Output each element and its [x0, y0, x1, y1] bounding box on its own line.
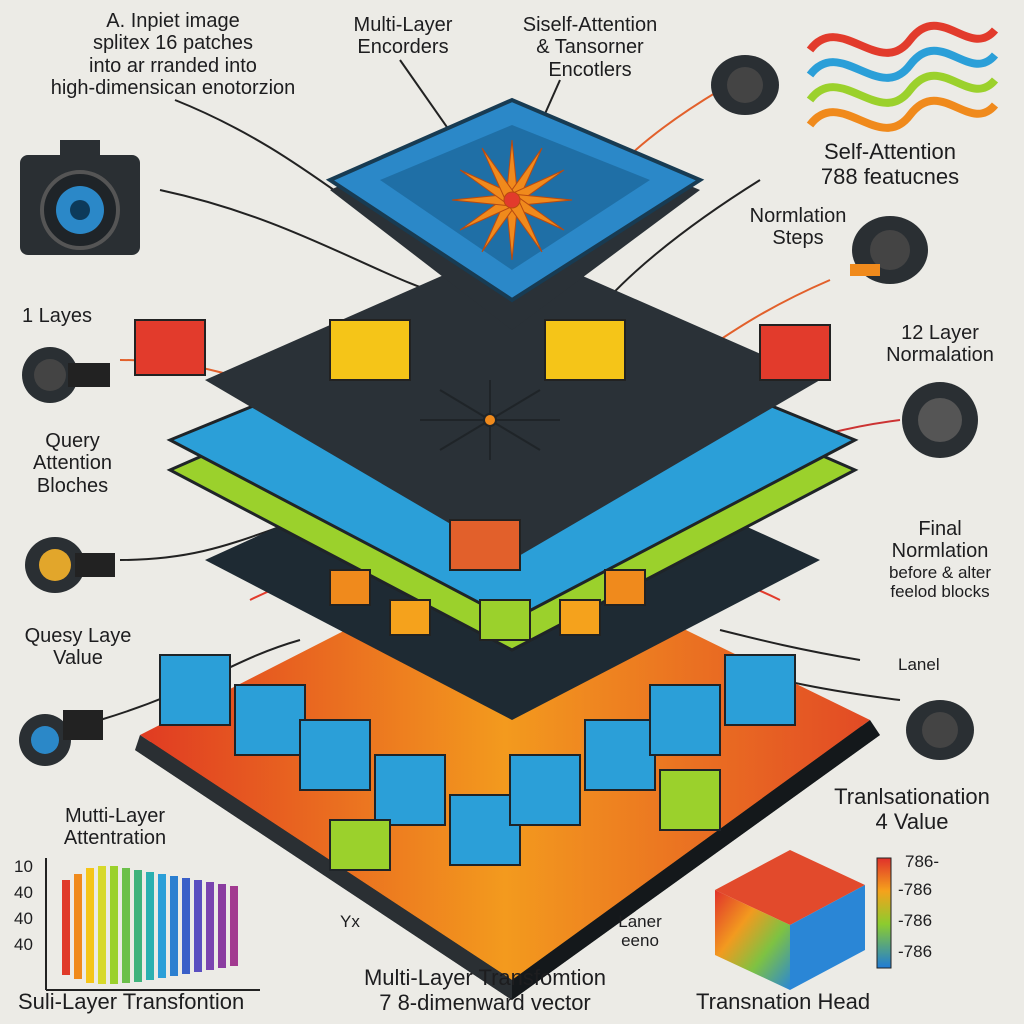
input-image-line-3: into ar rranded into — [89, 54, 257, 77]
yx-label: Yx — [340, 912, 360, 931]
final-normalization-line-2: Normlation — [891, 540, 989, 563]
axis-tick-1: 10 — [14, 857, 33, 876]
multi-layer-attention-label: Mutti-Layer Attentration — [40, 805, 190, 850]
normalization-steps-line-1: Normlation — [749, 205, 847, 227]
scale-tick-4: -786 — [898, 942, 933, 961]
camera-icon — [20, 140, 140, 255]
ribbon-icon — [806, 21, 999, 132]
suli-layer-transformation-label: Suli-Layer Transfontion — [18, 989, 245, 1014]
sunburst-icon — [451, 139, 573, 261]
scale-tick-2: -786 — [898, 880, 933, 899]
base-grid-layer — [135, 545, 880, 1000]
query-layer-value-line-1: Quesy Laye — [24, 625, 132, 647]
final-normalization-line-1: Final — [918, 518, 962, 540]
translation-value-label: Tranlsationation 4 Value — [812, 784, 1012, 834]
lens-icon — [711, 55, 779, 115]
final-normalization-line-4: feelod blocks — [890, 581, 990, 601]
query-attention-line-2: Attention — [33, 452, 112, 475]
self-attention-features-label: Self-Attention 788 featucnes — [780, 139, 1000, 189]
final-normalization-line-3: before & alter — [888, 562, 992, 582]
self-attention-top-line-1: Siself-Attention — [522, 14, 658, 36]
color-scale-bar — [876, 857, 892, 969]
multi-layer-transformation-line-2: 7 8-dimenward vector — [379, 989, 591, 1015]
gradient-cube-icon — [715, 850, 865, 990]
multi-layer-encoders-label: Multi-Layer Encorders — [318, 14, 488, 59]
self-attention-features-line-2: 788 featucnes — [820, 163, 960, 189]
lens-icon — [906, 700, 974, 760]
multi-layer-transformation-line-1: Multi-Layer Transfomtion — [363, 965, 607, 990]
query-attention-line-3: Bloches — [36, 474, 109, 497]
query-layer-value-label: Quesy Laye Value — [8, 625, 148, 670]
query-attention-line-1: Query — [45, 430, 100, 452]
self-attention-top-label: Siself-Attention & Tansorner Encotlers — [490, 14, 690, 81]
multi-layer-encoders-line-1: Multi-Layer — [353, 14, 453, 36]
multi-layer-attention-line-2: Attentration — [63, 827, 167, 850]
normalization-steps-line-2: Steps — [772, 227, 824, 250]
axis-tick-3: 40 — [14, 909, 33, 928]
twelve-layer-norm-line-2: Normalation — [886, 344, 994, 367]
multi-layer-attention-line-1: Mutti-Layer — [64, 805, 166, 827]
translation-head-label: Transnation Head — [696, 989, 871, 1014]
lanel-bottom-label: Laner eeno — [600, 912, 680, 950]
lanel-bottom-line-2: eeno — [621, 931, 659, 951]
self-attention-top-line-3: Encotlers — [548, 58, 632, 81]
normalization-steps-label: Normlation Steps — [728, 205, 868, 250]
self-attention-features-line-1: Self-Attention — [823, 139, 957, 164]
scale-tick-1: 786- — [905, 852, 940, 871]
lens-icon — [19, 710, 103, 766]
twelve-layer-norm-line-1: 12 Layer — [901, 322, 979, 344]
patch-cubes — [159, 654, 796, 871]
twelve-layer-normalization-label: 12 Layer Normalation — [860, 322, 1020, 367]
axis-tick-4: 40 — [14, 935, 33, 954]
lens-icon — [850, 216, 928, 284]
multi-layer-transformation-label: Multi-Layer Transfomtion 7 8-dimenward v… — [330, 965, 640, 1015]
input-image-line-1: A. Inpiet image — [106, 10, 240, 32]
attention-blocks — [134, 319, 831, 641]
multi-layer-encoders-line-2: Encorders — [357, 36, 449, 59]
attention-spectrum-bars — [45, 858, 260, 991]
lens-icon — [902, 382, 978, 458]
translation-value-line-2: 4 Value — [875, 808, 949, 834]
scale-tick-3: -786 — [898, 911, 933, 930]
final-normalization-label: Final Normlation before & alter feelod b… — [860, 518, 1020, 601]
lanel-bottom-line-1: Laner — [618, 912, 662, 931]
sunburst-icon — [420, 380, 560, 460]
one-layers-label: 1 Layes — [22, 305, 93, 327]
input-image-line-2: splitex 16 patches — [92, 32, 254, 55]
translation-value-line-1: Tranlsationation — [834, 784, 990, 809]
input-image-label: A. Inpiet image splitex 16 patches into … — [8, 10, 338, 100]
input-image-line-4: high-dimensican enotorzion — [50, 77, 296, 100]
self-attention-top-line-2: & Tansorner — [536, 36, 644, 59]
query-attention-blocks-label: Query Attention Bloches — [10, 430, 135, 497]
axis-tick-2: 40 — [14, 883, 33, 902]
lens-icon — [22, 347, 110, 403]
query-layer-value-line-2: Value — [53, 647, 103, 670]
lens-icon — [25, 537, 115, 593]
lanel-right-label: Lanel — [898, 655, 940, 674]
